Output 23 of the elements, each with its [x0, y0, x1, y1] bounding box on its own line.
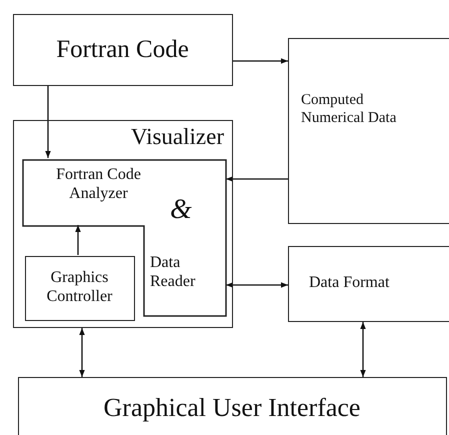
ampersand-label: & — [170, 193, 193, 227]
box-label: Fortran Code Analyzer — [55, 165, 142, 204]
process-box — [288, 246, 449, 322]
arrow — [226, 282, 288, 288]
box-label: Data Format — [309, 273, 390, 292]
box-label: Computed Numerical Data — [301, 91, 398, 127]
arrow — [79, 328, 85, 377]
interface-box — [18, 377, 447, 435]
arrow — [226, 176, 288, 182]
arrow — [360, 322, 366, 377]
arrow — [45, 86, 51, 158]
box-label: Visualizer — [130, 123, 224, 151]
box-label: Fortran Code — [55, 35, 190, 65]
process-box — [13, 14, 233, 86]
box-label: Graphics Controller — [46, 268, 114, 306]
box-label: Data Reader — [150, 253, 196, 292]
arrow — [75, 225, 81, 255]
process-box — [25, 256, 135, 321]
arrow — [233, 58, 288, 64]
data-box — [288, 38, 449, 224]
box-label: Graphical User Interface — [102, 392, 362, 424]
container-box — [13, 120, 233, 328]
module-box — [22, 159, 227, 317]
